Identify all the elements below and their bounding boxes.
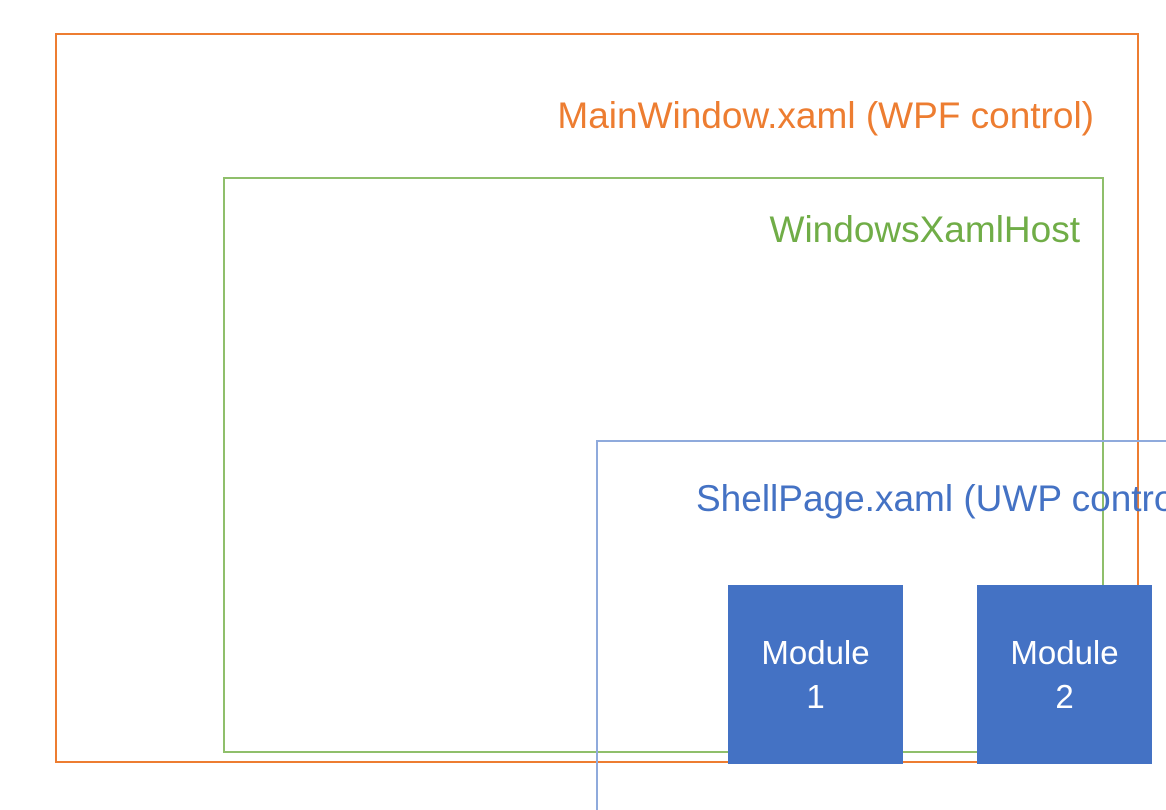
- module-tile-2-label-line2: 2: [1055, 677, 1074, 715]
- module-tile-2-label-line1: Module: [1010, 633, 1119, 671]
- layer-box-windowsxamlhost[interactable]: WindowsXamlHost ShellPage.xaml (UWP cont…: [223, 177, 1166, 810]
- module-tile-2-label: Module 2: [977, 631, 1152, 719]
- layer-label-mainwindow: MainWindow.xaml (WPF control): [557, 95, 1094, 136]
- module-tile-1-label-line1: Module: [761, 633, 870, 671]
- module-tile-1[interactable]: Module 1: [728, 585, 903, 764]
- layer-label-windowsxamlhost: WindowsXamlHost: [769, 209, 1080, 250]
- layer-box-mainwindow[interactable]: MainWindow.xaml (WPF control) WindowsXam…: [55, 33, 1166, 810]
- layer-label-shellpage: ShellPage.xaml (UWP control): [696, 478, 1166, 519]
- module-tile-1-label-line2: 1: [806, 677, 825, 715]
- module-tile-2[interactable]: Module 2: [977, 585, 1152, 764]
- module-tile-1-label: Module 1: [728, 631, 903, 719]
- layer-box-shellpage[interactable]: ShellPage.xaml (UWP control) Module 1 Mod…: [596, 440, 1166, 810]
